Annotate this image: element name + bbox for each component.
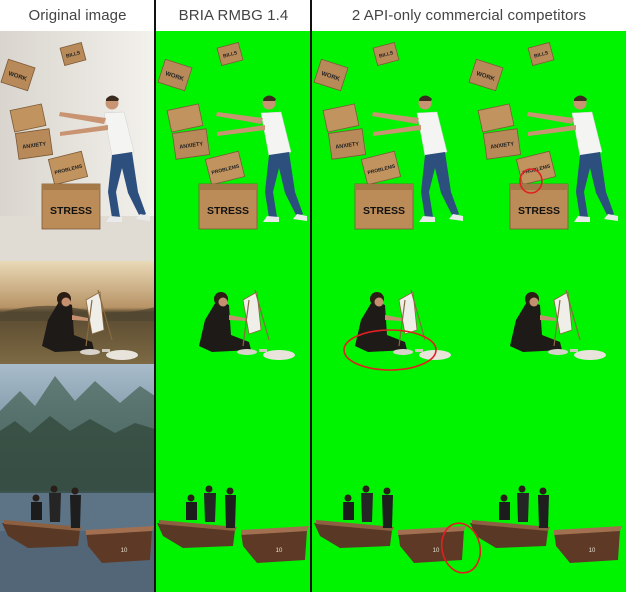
original-scene-stress — [0, 41, 151, 230]
original-scene-lake — [2, 485, 154, 563]
competitor2-cutout-stress — [468, 41, 619, 230]
competitor2-cutout-lake — [470, 485, 622, 563]
bria-cutout-lake — [157, 485, 309, 563]
column-header-bria: BRIA RMBG 1.4 — [156, 0, 311, 32]
original-scene-painter — [41, 289, 139, 361]
error-highlight-circle — [440, 522, 482, 574]
competitor2-cutout-painter — [509, 289, 607, 361]
error-highlight-circle — [519, 168, 543, 194]
error-highlight-circle — [343, 329, 437, 371]
bria-cutout-stress — [157, 41, 308, 230]
bria-cutout-painter — [198, 289, 296, 361]
column-header-original: Original image — [0, 0, 155, 32]
competitor1-cutout-lake — [314, 485, 466, 563]
column-header-competitors: 2 API-only commercial competitors — [312, 0, 626, 32]
column-divider — [154, 0, 156, 592]
column-divider — [310, 0, 312, 592]
competitor1-cutout-stress — [313, 41, 464, 230]
